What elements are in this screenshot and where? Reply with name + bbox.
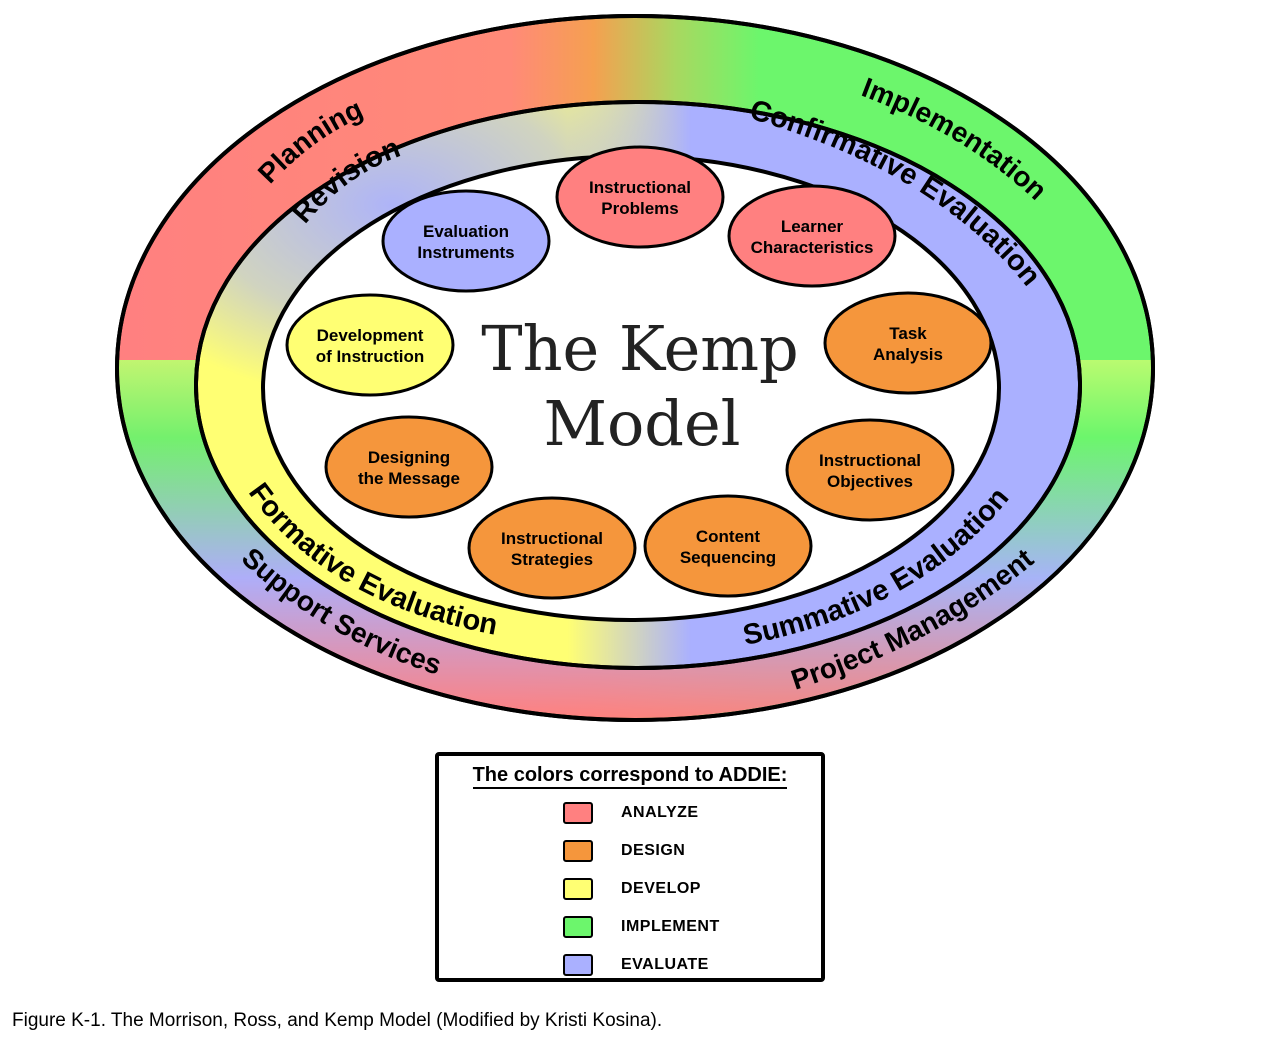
node-instructional-strategies-label-2: Strategies — [511, 550, 593, 569]
node-evaluation-instruments-label-2: Instruments — [417, 243, 514, 262]
node-instructional-strategies-shape — [467, 496, 637, 600]
node-instructional-problems-label-2: Problems — [601, 199, 678, 218]
legend-label-implement: IMPLEMENT — [621, 918, 720, 935]
legend-item-evaluate: EVALUATE — [563, 952, 709, 978]
node-instructional-problems-label-1: Instructional — [589, 178, 691, 197]
legend: The colors correspond to ADDIE: ANALYZE … — [435, 752, 825, 982]
step-nodes: InstructionalProblemsLearnerCharacterist… — [285, 145, 993, 600]
node-instructional-objectives-shape — [785, 418, 955, 522]
legend-item-implement: IMPLEMENT — [563, 914, 720, 940]
node-designing-the-message-shape — [324, 415, 494, 519]
legend-label-design: DESIGN — [621, 842, 686, 859]
node-task-analysis-label-1: Task — [889, 324, 927, 343]
node-evaluation-instruments-label-1: Evaluation — [423, 222, 509, 241]
node-learner-characteristics-shape — [727, 184, 897, 288]
legend-label-analyze: ANALYZE — [621, 804, 699, 821]
legend-swatch-design — [563, 840, 593, 862]
legend-item-develop: DEVELOP — [563, 876, 701, 902]
center-title-line2: Model — [543, 387, 740, 460]
legend-item-design: DESIGN — [563, 838, 685, 864]
node-content-sequencing-label-2: Sequencing — [680, 548, 776, 567]
node-instructional-objectives-label-2: Objectives — [827, 472, 913, 491]
node-learner-characteristics-label-2: Characteristics — [751, 238, 874, 257]
node-development-of-instruction-shape — [285, 293, 455, 397]
legend-label-evaluate: EVALUATE — [621, 956, 709, 973]
node-content-sequencing-shape — [643, 494, 813, 598]
node-content-sequencing-label-1: Content — [696, 527, 761, 546]
node-task-analysis-label-2: Analysis — [873, 345, 943, 364]
node-designing-the-message-label-1: Designing — [368, 448, 450, 467]
node-evaluation-instruments-shape — [381, 189, 551, 293]
legend-swatch-implement — [563, 916, 593, 938]
legend-swatch-analyze — [563, 802, 593, 824]
figure-caption: Figure K-1. The Morrison, Ross, and Kemp… — [12, 1010, 663, 1031]
legend-swatch-develop — [563, 878, 593, 900]
node-designing-the-message: Designing the Message — [324, 415, 494, 519]
node-development-of-instruction: Development of Instruction — [285, 293, 455, 397]
legend-title: The colors correspond to ADDIE: — [439, 764, 821, 789]
node-task-analysis-shape — [823, 291, 993, 395]
node-instructional-objectives-label-1: Instructional — [819, 451, 921, 470]
legend-label-develop: DEVELOP — [621, 880, 701, 897]
center-title-line1: The Kemp — [481, 312, 799, 385]
node-development-of-instruction-label-2: of Instruction — [316, 347, 425, 366]
legend-swatch-evaluate — [563, 954, 593, 976]
node-learner-characteristics-label-1: Learner — [781, 217, 844, 236]
node-instructional-problems-shape — [555, 145, 725, 249]
node-designing-the-message-label-2: the Message — [358, 469, 460, 488]
kemp-model-diagram: Planning Implementation Support Services… — [115, 14, 1155, 722]
legend-item-analyze: ANALYZE — [563, 800, 699, 826]
node-development-of-instruction-label-1: Development — [317, 326, 424, 345]
node-instructional-strategies-label-1: Instructional — [501, 529, 603, 548]
